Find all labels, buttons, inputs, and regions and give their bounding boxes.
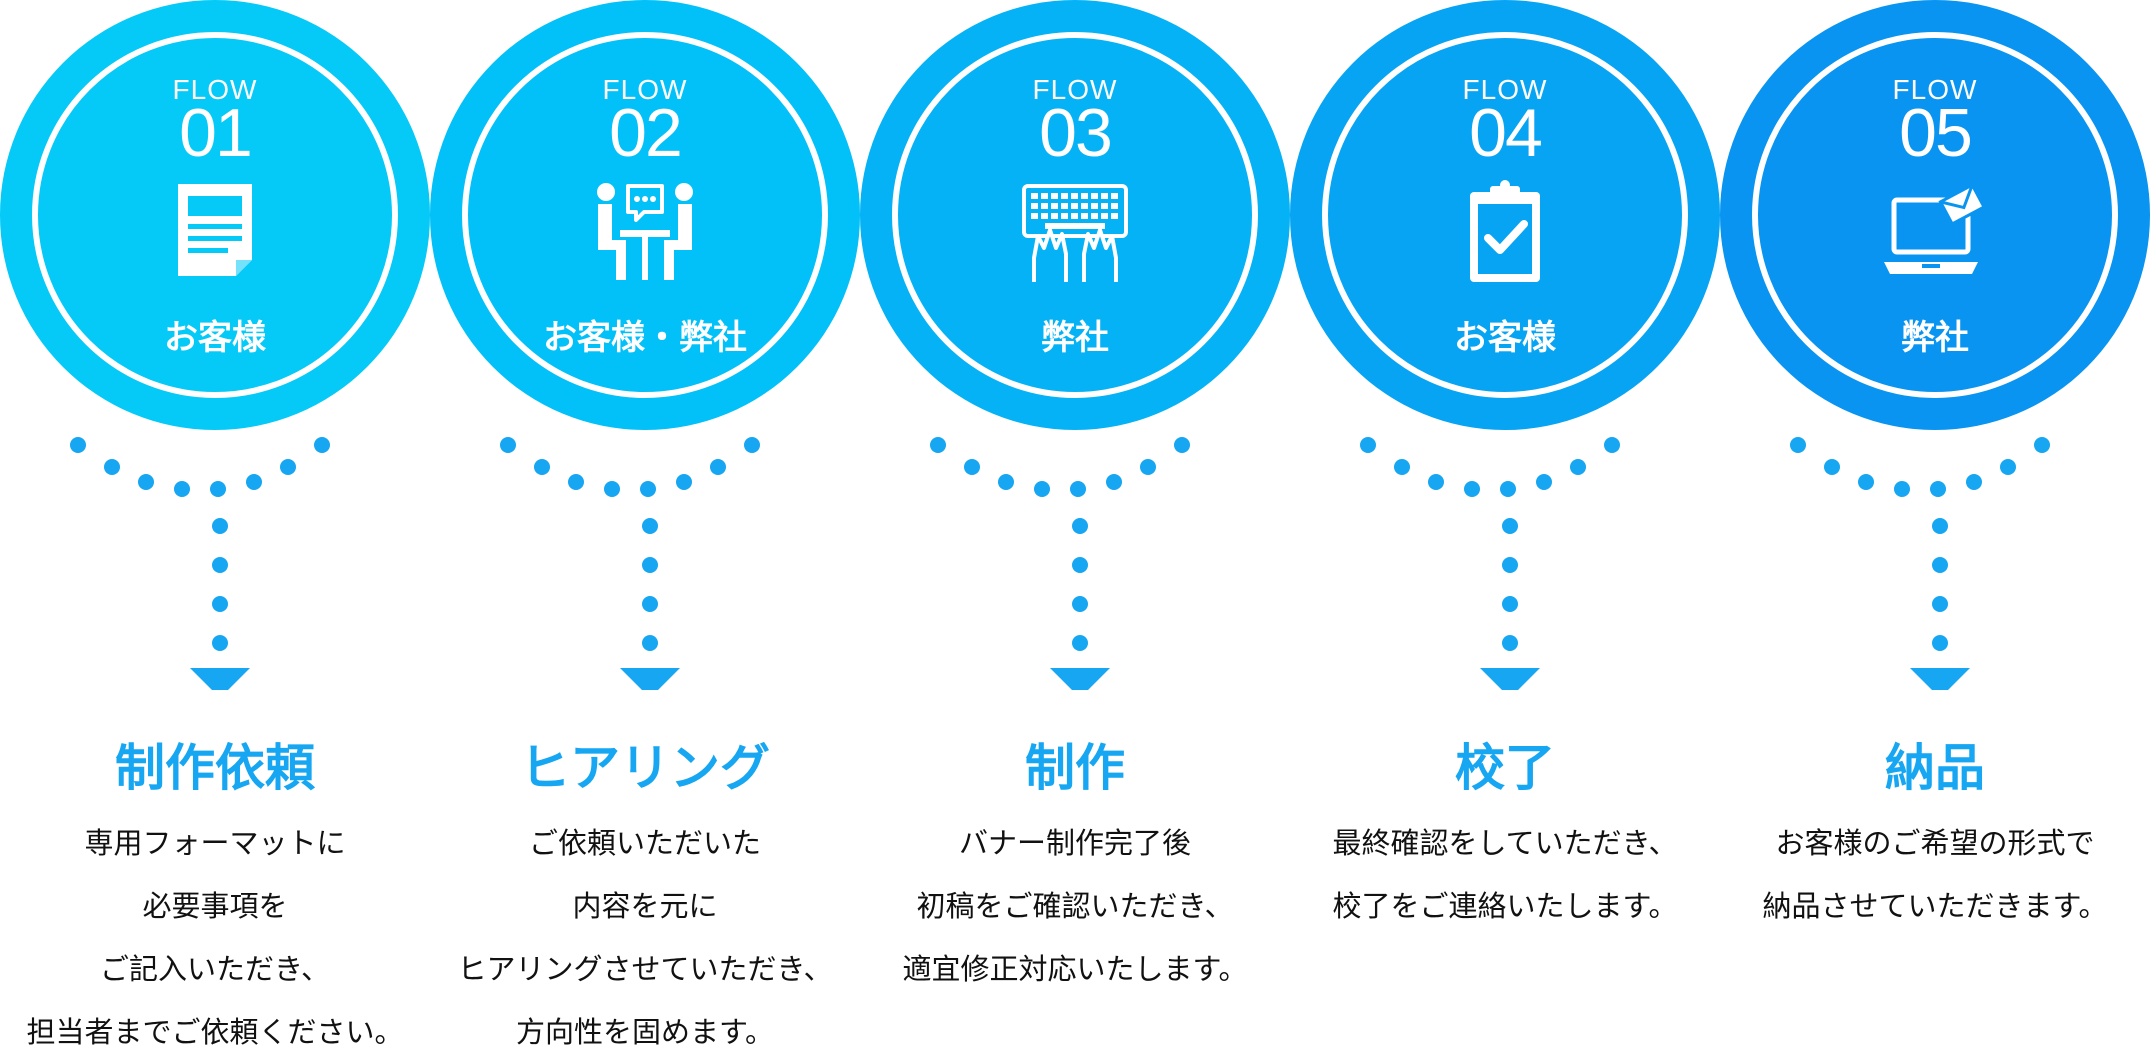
description-line: 専用フォーマットに [84, 826, 346, 860]
step-title: 制作 [1025, 739, 1125, 797]
actor-label: 弊社 [1901, 318, 1969, 358]
step-title: 校了 [1455, 739, 1555, 797]
dotted-arrow-connector [930, 437, 1190, 690]
flow-label: FLOW [1892, 74, 1978, 105]
step-title: 制作依頼 [115, 739, 315, 797]
description-line: 納品させていただきます。 [1762, 889, 2108, 923]
actor-label: お客様 [164, 318, 266, 358]
flow-step-02: FLOW 02 お客様・弊社 [430, 0, 860, 1049]
actor-label: お客様 [1454, 318, 1556, 358]
laptop-mail-icon [1884, 182, 1987, 274]
flow-number: 04 [1469, 95, 1543, 171]
flow-label: FLOW [602, 74, 688, 105]
step-description: ご依頼いただいた 内容を元に ヒアリングさせていただき、 方向性を固めます。 [420, 812, 870, 1064]
step-inner-disc [462, 32, 828, 398]
flow-number: 01 [179, 95, 253, 171]
meeting-icon [597, 183, 693, 280]
description-line: 校了をご連絡いたします。 [1332, 889, 1678, 923]
actor-label: 弊社 [1041, 318, 1109, 358]
flow-label: FLOW [172, 74, 258, 105]
description-line: 初稿をご確認いただき、 [916, 889, 1234, 923]
flow-step-04: FLOW 04 お客様 校了 最終確認をしていただき、 [1290, 0, 1720, 1039]
dotted-arrow-connector [70, 437, 330, 690]
step-description: バナー制作完了後 初稿をご確認いただき、 適宜修正対応いたします。 [850, 812, 1300, 1001]
dotted-arrow-connector [1790, 437, 2050, 690]
description-line: お客様のご希望の形式で [1775, 826, 2095, 860]
description-line: ヒアリングさせていただき、 [457, 952, 833, 986]
step-inner-disc [1752, 32, 2118, 398]
step-description: お客様のご希望の形式で 納品させていただきます。 [1710, 812, 2151, 938]
flow-step-05: FLOW 05 弊社 納品 [1720, 0, 2150, 1039]
description-line: ご依頼いただいた [528, 826, 761, 860]
description-line: 担当者までご依頼ください。 [26, 1015, 404, 1049]
flow-label: FLOW [1462, 74, 1548, 105]
document-icon [178, 184, 252, 276]
description-line: 適宜修正対応いたします。 [902, 952, 1248, 986]
actor-label: お客様・弊社 [543, 318, 747, 358]
dotted-arrow-connector [500, 437, 760, 690]
step-title: 納品 [1885, 739, 1985, 797]
step-description: 専用フォーマットに 必要事項を ご記入いただき、 担当者までご依頼ください。 [0, 812, 440, 1064]
clipboard-check-icon [1470, 180, 1540, 282]
step-title: ヒアリング [520, 739, 770, 797]
description-line: ご記入いただき、 [100, 952, 330, 986]
step-description: 最終確認をしていただき、 校了をご連絡いたします。 [1280, 812, 1730, 938]
description-line: 方向性を固めます。 [515, 1015, 775, 1049]
description-line: バナー制作完了後 [958, 826, 1191, 860]
flow-step-01: FLOW 01 お客様 制作依頼 専用フォーマッ [0, 0, 430, 1049]
flow-step-03: FLOW 03 弊社 [860, 0, 1290, 1039]
description-line: 内容を元に [572, 889, 718, 923]
flow-number: 05 [1899, 95, 1973, 171]
description-line: 最終確認をしていただき、 [1332, 826, 1678, 860]
flow-label: FLOW [1032, 74, 1118, 105]
flow-number: 02 [609, 95, 683, 171]
keyboard-typing-icon [1022, 184, 1128, 282]
dotted-arrow-connector [1360, 437, 1620, 690]
flow-number: 03 [1039, 95, 1113, 171]
description-line: 必要事項を [142, 889, 288, 923]
